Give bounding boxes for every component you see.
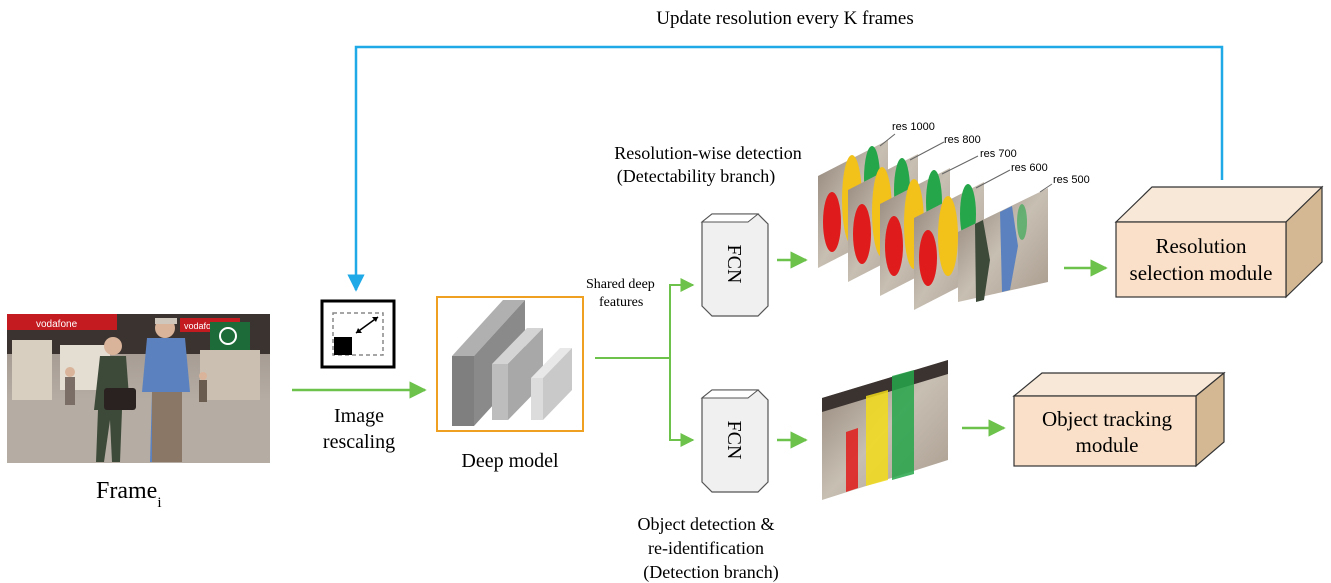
shared-label-2: features	[599, 295, 643, 310]
resolution-selection-module: Resolution selection module	[1114, 185, 1324, 299]
people-silhouettes	[65, 318, 207, 462]
res-label-800-group: res 800	[909, 134, 981, 161]
frame-label: Framei	[96, 478, 161, 511]
fcn-top-label: FCN	[723, 245, 745, 284]
branch-top-arrow	[669, 278, 695, 358]
res-label-600-group: res 600	[975, 162, 1048, 189]
res-label-1000-group: res 1000	[879, 121, 935, 147]
store-sign-right: vodafone	[184, 321, 221, 331]
detection-title-2: re-identification	[648, 538, 764, 558]
shared-label-1: Shared deep	[586, 277, 655, 292]
resolution-module-label-1: Resolution	[1155, 234, 1247, 258]
feedback-label: Update resolution every K frames	[656, 8, 913, 29]
frame-label-text: Frame	[96, 478, 157, 504]
detection-title-3: (Detection branch)	[643, 562, 778, 583]
heatmap-res-500	[958, 188, 1048, 302]
feedback-arrow	[347, 45, 1224, 292]
deep-model-label: Deep model	[461, 450, 559, 472]
deep-model	[436, 296, 584, 432]
rescaling-label-2: rescaling	[323, 431, 395, 453]
tracking-module-label-2: module	[1076, 433, 1139, 457]
detection-title-1: Object detection &	[638, 514, 775, 534]
rescaling-label-1: Image	[334, 405, 384, 427]
branch-bottom-arrow	[669, 358, 695, 447]
input-frame-image: vodafone vodafone	[7, 314, 270, 463]
res-label-1000: res 1000	[892, 121, 935, 133]
detectability-title-1: Resolution-wise detection	[614, 143, 801, 163]
store-sign-left: vodafone	[36, 319, 78, 330]
frame-subscript: i	[157, 495, 161, 511]
res-label-700-group: res 700	[941, 148, 1017, 175]
detection-output-frame	[822, 360, 948, 500]
resolution-heatmap-stack: res 1000 res 800 res 700 res 600 res 500	[818, 121, 1090, 310]
object-tracking-module: Object tracking module	[1012, 371, 1226, 468]
resolution-module-label-2: selection module	[1130, 261, 1273, 285]
fcn-top-block: FCN	[700, 213, 769, 317]
res-label-600: res 600	[1011, 162, 1048, 174]
fcn-bottom-block: FCN	[700, 389, 769, 493]
rescaling-icon	[320, 299, 396, 369]
tracking-module-label-1: Object tracking	[1042, 407, 1173, 431]
res-label-500-group: res 500	[1039, 174, 1090, 193]
fcn-bottom-label: FCN	[723, 421, 745, 460]
res-label-500: res 500	[1053, 174, 1090, 186]
res-label-700: res 700	[980, 148, 1017, 160]
res-label-800: res 800	[944, 134, 981, 146]
detectability-title-2: (Detectability branch)	[617, 166, 775, 187]
